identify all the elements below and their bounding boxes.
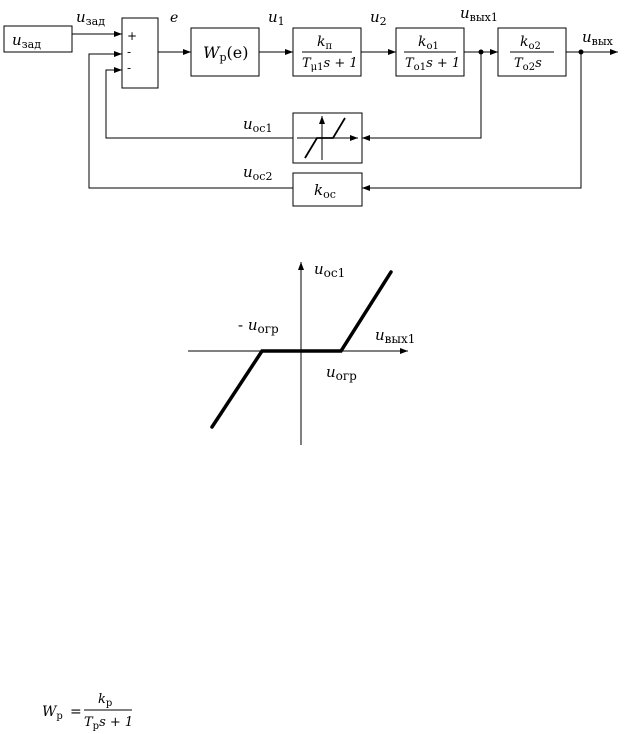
fb2-wire-out: [88, 51, 293, 189]
fb1-wire-in: [362, 52, 482, 141]
characteristic-curve: [210, 270, 393, 429]
plant2-denominator: Tо2s: [514, 56, 542, 73]
controller-label: Wр(e): [203, 43, 248, 64]
neg-limit-label: - uогр: [238, 316, 279, 336]
formula-equals: =: [70, 704, 82, 720]
fb2-signal-label: uос2: [243, 163, 272, 183]
pos-limit-label: uогр: [326, 363, 357, 383]
input-block: [3, 25, 73, 53]
u2-label: u2: [370, 8, 387, 28]
block-diagram: uзад uзад + - - e Wр(e) u1 kп Tμ1s + 1 u…: [3, 4, 618, 207]
fb1-signal-label: uос1: [243, 115, 272, 135]
y-axis-label: uос1: [314, 260, 345, 280]
summer-sign-plus: +: [127, 29, 137, 43]
out1-signal-label: uвых1: [460, 4, 498, 24]
input-signal-label: uзад: [76, 8, 105, 28]
formula-numerator: kр: [98, 692, 112, 709]
summing-block: [121, 17, 159, 89]
formula-denominator: Tрs + 1: [84, 715, 133, 732]
fb2-block-label: kос: [314, 181, 336, 201]
plant2-numerator: kо2: [520, 34, 541, 52]
summer-sign-minus-1: -: [127, 45, 131, 59]
nonlinear-block-icon: [297, 116, 358, 160]
deadzone-characteristic: uос1 uвых1 - uогр uогр: [188, 260, 415, 445]
controller-formula: Wр = kр Tрs + 1: [42, 692, 133, 732]
formula-lhs: Wр: [42, 704, 63, 722]
plant1-numerator: kо1: [418, 34, 439, 52]
x-axis-label: uвых1: [375, 326, 415, 346]
converter-denominator: Tμ1s + 1: [302, 56, 358, 73]
fb2-block: [292, 172, 363, 207]
fb2-wire-in: [362, 52, 582, 191]
summer-sign-minus-2: -: [127, 61, 131, 75]
plant1-denominator: Tо1s + 1: [405, 56, 460, 73]
u1-label: u1: [268, 8, 285, 28]
fb1-wire-out: [105, 67, 293, 139]
controller-block: [190, 27, 260, 77]
error-signal-label: e: [170, 10, 178, 26]
converter-numerator: kп: [317, 34, 332, 52]
output-signal-label: uвых: [582, 28, 614, 48]
input-block-label: uзад: [12, 31, 41, 51]
